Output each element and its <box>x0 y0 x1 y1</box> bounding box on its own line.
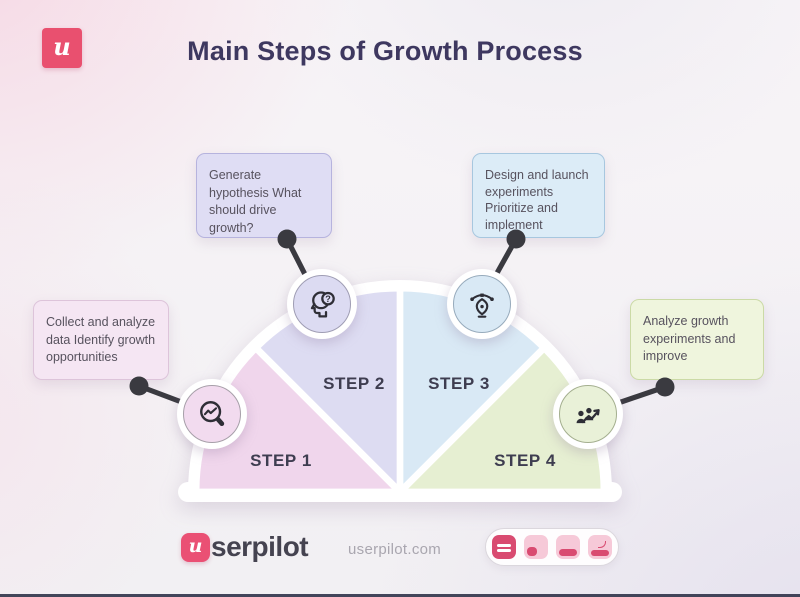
tooltip-icon <box>588 535 612 559</box>
step4-note-box: Analyze growth experiments and improve <box>630 299 764 380</box>
step2-note-box: Generate hypothesis What should drive gr… <box>196 153 332 238</box>
website-url: userpilot.com <box>348 541 442 558</box>
step4-connector-dot <box>655 377 675 397</box>
logo-letter: u <box>53 32 71 61</box>
step3-note-box: Design and launch experiments Prioritize… <box>472 153 605 238</box>
step2-label: STEP 2 <box>323 374 385 393</box>
footer-logo-letter: u <box>188 534 203 557</box>
slideout-icon <box>524 535 548 559</box>
footer-logo-badge: u <box>181 532 210 562</box>
step1-note-box: Collect and analyze data Identify growth… <box>33 300 169 380</box>
head-question-icon: ? <box>287 269 357 339</box>
userpilot-logo-badge: u <box>42 28 82 68</box>
footer-logo: u serpilot <box>181 531 309 563</box>
people-growth-icon <box>553 379 623 449</box>
step4-label: STEP 4 <box>494 451 556 470</box>
banner-icon <box>556 535 580 559</box>
step1-label: STEP 1 <box>250 451 312 470</box>
magnifier-chart-icon <box>177 379 247 449</box>
feature-icons-pill <box>485 528 619 566</box>
question-mark-glyph: ? <box>325 294 331 304</box>
bottom-border-line <box>0 594 800 597</box>
pen-tool-icon <box>447 269 517 339</box>
step3-label: STEP 3 <box>428 374 490 393</box>
modal-icon <box>492 535 516 559</box>
footer-wordmark: serpilot <box>211 531 309 562</box>
page-title: Main Steps of Growth Process <box>187 36 583 66</box>
